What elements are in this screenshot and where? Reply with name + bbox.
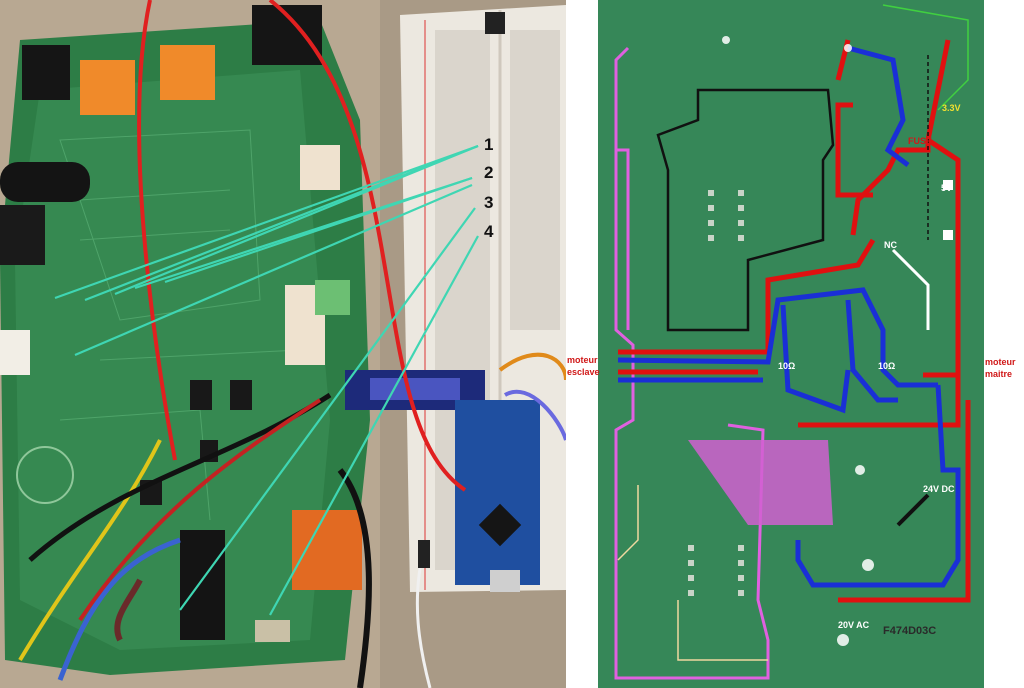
red-power-traces xyxy=(618,39,971,603)
dc-jack-top-left xyxy=(22,45,70,100)
label-nc: NC xyxy=(884,240,897,250)
label-24v-dc: 24V DC xyxy=(923,484,955,494)
right-pcb-photo: 3.3V FUSE 5V NC 10Ω 10Ω 24V DC 20V AC F4… xyxy=(598,0,984,688)
label-motor-master-2: maitre xyxy=(985,369,1013,379)
left-board-photo: 1 2 3 4 xyxy=(0,0,566,688)
label-10ohm-right: 10Ω xyxy=(878,361,896,371)
callout-number-4: 4 xyxy=(484,222,494,241)
label-5v: 5V xyxy=(941,183,953,193)
callout-lines xyxy=(54,144,479,616)
magenta-ground-area xyxy=(688,440,833,525)
label-10ohm-left: 10Ω xyxy=(778,361,796,371)
terminal-orange-3 xyxy=(292,510,362,590)
board-code: F474D03C xyxy=(883,625,937,637)
label-fuse: FUSE xyxy=(908,136,933,146)
label-motor-slave-1: moteur xyxy=(567,355,598,365)
label-3v3: 3.3V xyxy=(942,103,961,113)
terminal-orange-2 xyxy=(160,45,215,100)
callout-number-3: 3 xyxy=(484,193,494,212)
label-motor-slave-2: esclave xyxy=(567,367,600,377)
arduino-nano xyxy=(455,400,540,585)
black-trace-outline xyxy=(656,88,835,332)
left-photo-illustration xyxy=(0,0,566,688)
callout-number-2: 2 xyxy=(484,163,494,182)
terminal-orange-1 xyxy=(80,60,135,115)
callout-number-1: 1 xyxy=(484,135,494,154)
right-pcb-illustration xyxy=(598,0,984,688)
label-20v-ac: 20V AC xyxy=(838,620,870,630)
blue-traces xyxy=(617,45,961,588)
dip-chip xyxy=(180,530,225,640)
black-cylinder xyxy=(0,162,90,202)
label-motor-master-1: moteur xyxy=(985,357,1016,367)
